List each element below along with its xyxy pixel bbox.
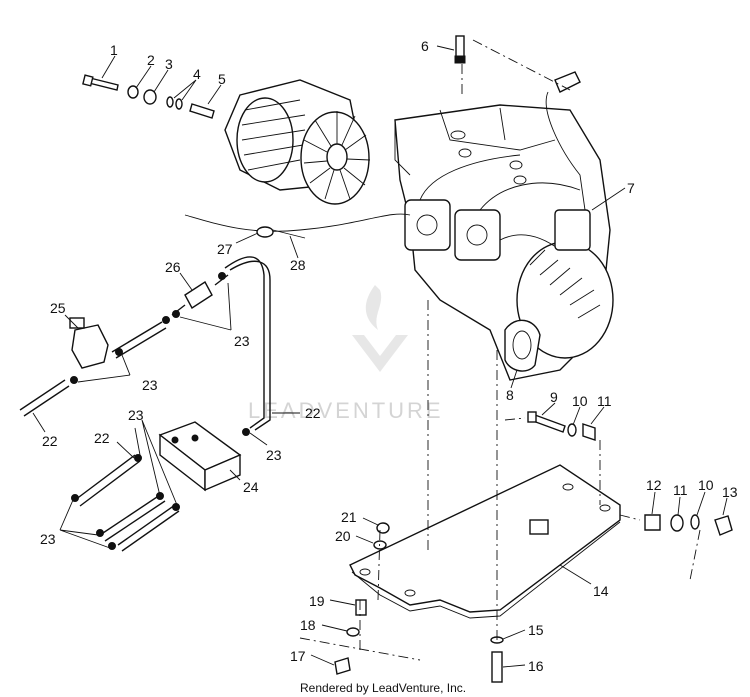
callout-21: 21 bbox=[341, 509, 357, 525]
footer-credit: Rendered by LeadVenture, Inc. bbox=[300, 681, 466, 695]
leader-lines bbox=[32, 45, 728, 668]
callout-12: 12 bbox=[646, 477, 662, 493]
cable-clip bbox=[256, 226, 274, 238]
callout-10b: 10 bbox=[698, 477, 714, 493]
callout-27: 27 bbox=[217, 241, 233, 257]
callout-22: 22 bbox=[305, 405, 321, 421]
callout-16: 16 bbox=[528, 658, 544, 674]
callout-25: 25 bbox=[50, 300, 66, 316]
callout-4: 4 bbox=[193, 66, 201, 82]
callout-17: 17 bbox=[290, 648, 306, 664]
callout-8: 8 bbox=[506, 387, 514, 403]
callout-13: 13 bbox=[722, 484, 738, 500]
watermark-logo bbox=[352, 285, 408, 372]
spark-plug bbox=[454, 35, 466, 64]
callout-24: 24 bbox=[243, 479, 259, 495]
callout-7: 7 bbox=[627, 180, 635, 196]
callout-22c: 22 bbox=[42, 433, 58, 449]
callout-2: 2 bbox=[147, 52, 155, 68]
callout-20: 20 bbox=[335, 528, 351, 544]
callout-labels: 1 2 3 4 5 6 7 8 9 10 11 12 11 10 13 14 1… bbox=[40, 38, 738, 674]
callout-18: 18 bbox=[300, 617, 316, 633]
callout-23d: 23 bbox=[128, 407, 144, 423]
watermark-text: LEADVENTURE bbox=[248, 398, 444, 423]
callout-15: 15 bbox=[528, 622, 544, 638]
drive-clutch-assembly bbox=[82, 74, 371, 205]
alignment-lines bbox=[299, 39, 701, 661]
engine-assembly bbox=[394, 104, 614, 381]
callout-23e: 23 bbox=[40, 531, 56, 547]
plug-cap bbox=[554, 71, 581, 93]
spark-plug-wire bbox=[545, 91, 586, 211]
callout-6: 6 bbox=[421, 38, 429, 54]
callout-11: 11 bbox=[597, 393, 612, 409]
callout-23c: 23 bbox=[266, 447, 282, 463]
callout-1: 1 bbox=[110, 42, 118, 58]
callout-14: 14 bbox=[593, 583, 609, 599]
callout-5: 5 bbox=[218, 71, 226, 87]
callout-23b: 23 bbox=[142, 377, 158, 393]
callout-26: 26 bbox=[165, 259, 181, 275]
callout-9: 9 bbox=[550, 389, 558, 405]
callout-19: 19 bbox=[309, 593, 325, 609]
callout-10: 10 bbox=[572, 393, 588, 409]
callout-3: 3 bbox=[165, 56, 173, 72]
callout-28: 28 bbox=[290, 257, 306, 273]
callout-11b: 11 bbox=[673, 482, 688, 498]
fuel-system bbox=[19, 256, 271, 552]
callout-22b: 22 bbox=[94, 430, 110, 446]
mount-hardware bbox=[334, 411, 733, 683]
engine-mount-plate bbox=[349, 464, 621, 619]
callout-23: 23 bbox=[234, 333, 250, 349]
throttle-cable bbox=[184, 213, 411, 232]
